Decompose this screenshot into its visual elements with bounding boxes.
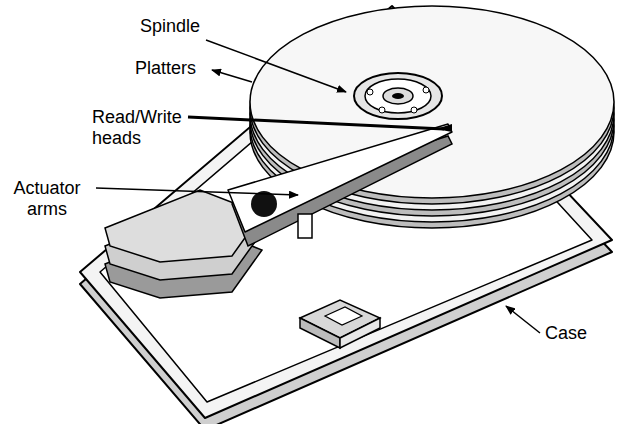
part-label: Read/Write heads: [92, 107, 192, 149]
spindle-hub: [354, 73, 442, 119]
part-label: Spindle: [140, 16, 200, 37]
part-label: Case: [545, 323, 587, 344]
actuator-arm: [228, 124, 452, 246]
part-label: Actuator arms: [2, 178, 92, 220]
leader-lines: [96, 40, 540, 333]
part-label: Platters: [135, 58, 196, 79]
connector-block: [300, 300, 380, 348]
